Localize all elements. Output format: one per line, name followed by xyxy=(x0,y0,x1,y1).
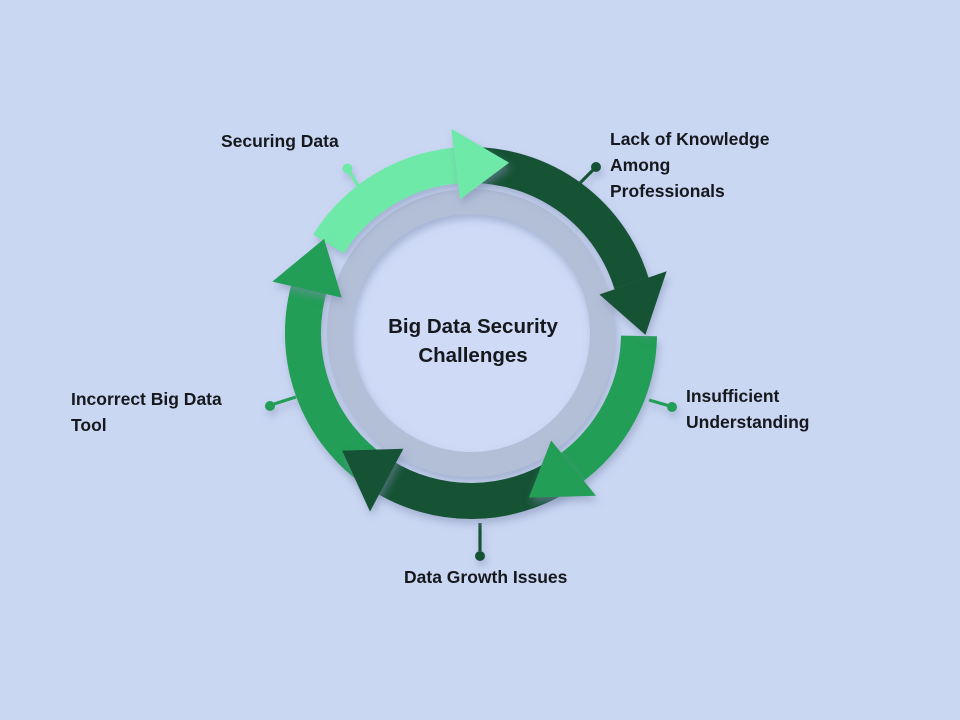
label-line: Tool xyxy=(71,415,107,435)
arrow-head-insufficient-understanding xyxy=(528,440,596,498)
label-line: Securing Data xyxy=(221,131,339,151)
connector-line-insufficient-understanding xyxy=(648,398,669,408)
label-connectors xyxy=(265,162,677,561)
arrow-head-securing-data xyxy=(451,128,510,200)
label-incorrect-big-data-tool: Incorrect Big Data Tool xyxy=(71,386,222,438)
connector-dot-insufficient-understanding xyxy=(667,402,677,412)
center-circle xyxy=(351,213,591,453)
label-line: Professionals xyxy=(610,181,725,201)
connector-dot-incorrect-big-data-tool xyxy=(265,401,275,411)
label-insufficient-understanding: Insufficient Understanding xyxy=(686,383,809,435)
arrow-arc-insufficient-understanding xyxy=(556,335,657,486)
label-lack-of-knowledge: Lack of Knowledge Among Professionals xyxy=(610,126,769,204)
diagram-title-line: Challenges xyxy=(418,344,528,367)
label-securing-data: Securing Data xyxy=(221,128,339,154)
label-line: Data Growth Issues xyxy=(404,567,568,587)
connector-dot-lack-of-knowledge xyxy=(591,162,601,172)
arrow-head-lack-of-knowledge xyxy=(599,271,667,335)
inner-ring xyxy=(327,189,615,477)
arrow-head-data-growth-issues xyxy=(342,448,404,512)
label-line: Lack of Knowledge xyxy=(610,129,770,149)
label-data-growth-issues: Data Growth Issues xyxy=(404,564,567,590)
connector-dot-securing-data xyxy=(342,163,353,174)
arrow-arc-securing-data xyxy=(313,147,464,254)
label-line: Insufficient xyxy=(686,386,780,406)
label-line: Understanding xyxy=(686,412,810,432)
label-line: Incorrect Big Data xyxy=(71,389,222,409)
diagram-title-line: Big Data Security xyxy=(388,315,558,338)
connector-line-lack-of-knowledge xyxy=(577,167,596,186)
arrow-heads xyxy=(272,128,667,512)
label-line: Among xyxy=(610,155,671,175)
connector-dot-data-growth-issues xyxy=(475,551,485,561)
arrow-head-incorrect-big-data-tool xyxy=(272,238,342,298)
connector-line-incorrect-big-data-tool xyxy=(273,395,297,406)
diagram-title: Big Data Security Challenges xyxy=(313,312,633,370)
